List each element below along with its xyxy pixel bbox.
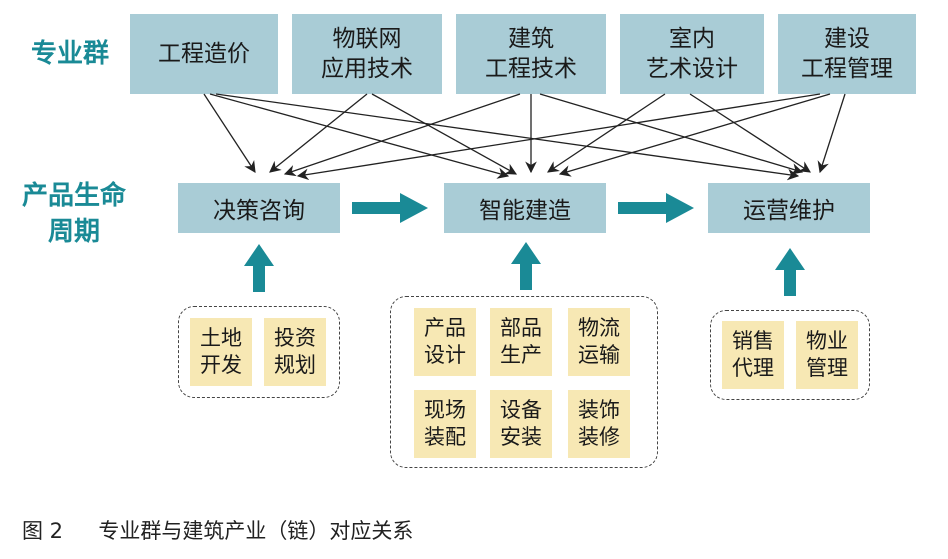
- arrow-interior-to-construction: [547, 93, 666, 173]
- activity-equipment-installation: 设备 安装: [490, 390, 552, 458]
- activity-land-development: 土地 开发: [190, 318, 252, 386]
- arrow-cost-to-construction: [209, 93, 510, 179]
- decision-activities-group: [178, 306, 340, 398]
- arrow-interior-to-operation: [689, 93, 811, 173]
- major-box-iot: 物联网 应用技术: [292, 14, 442, 94]
- arrow-techn-to-operation: [539, 93, 804, 175]
- construction-activities-group: [390, 296, 658, 468]
- arrow-cost-to-decision: [203, 93, 256, 173]
- major-box-construction-mgmt: 建设 工程管理: [778, 14, 916, 94]
- arrow-construction-to-operation: [618, 193, 694, 223]
- activity-onsite-assembly: 现场 装配: [414, 390, 476, 458]
- activity-property-management: 物业 管理: [796, 321, 858, 389]
- arrow-mgmt-to-decision: [296, 93, 821, 181]
- arrow-up-to-construction: [511, 242, 541, 290]
- arrow-cost-to-operation: [215, 93, 800, 181]
- arrow-mgmt-to-operation: [817, 93, 846, 174]
- arrow-up-to-decision: [244, 244, 274, 292]
- activity-investment-planning: 投资 规划: [264, 318, 326, 386]
- arrow-techn-to-decision: [283, 93, 521, 177]
- stage-decision-consulting: 决策咨询: [178, 183, 340, 233]
- figure-title: 专业群与建筑产业（链）对应关系: [98, 519, 414, 543]
- arrow-iot-to-decision: [269, 93, 368, 173]
- lifecycle-row-label: 产品生命 周期: [21, 181, 126, 247]
- majors-row-label: 专业群: [30, 39, 109, 69]
- operation-activities-group: [710, 310, 870, 400]
- figure-caption: 图 2 专业群与建筑产业（链）对应关系: [22, 515, 413, 545]
- arrow-up-to-operation: [775, 248, 805, 296]
- major-box-cost: 工程造价: [130, 14, 278, 94]
- activity-sales-agency: 销售 代理: [722, 321, 784, 389]
- stage-operation-maintenance: 运营维护: [708, 183, 870, 233]
- arrow-mgmt-to-construction: [558, 93, 831, 177]
- major-box-construction-tech: 建筑 工程技术: [456, 14, 606, 94]
- figure-number: 图 2: [22, 519, 64, 543]
- arrow-decision-to-construction: [352, 193, 428, 223]
- arrow-iot-to-construction: [371, 93, 518, 175]
- stage-smart-construction: 智能建造: [444, 183, 606, 233]
- activity-logistics: 物流 运输: [568, 308, 630, 376]
- activity-decoration: 装饰 装修: [568, 390, 630, 458]
- activity-product-design: 产品 设计: [414, 308, 476, 376]
- activity-component-production: 部品 生产: [490, 308, 552, 376]
- major-box-interior-design: 室内 艺术设计: [620, 14, 764, 94]
